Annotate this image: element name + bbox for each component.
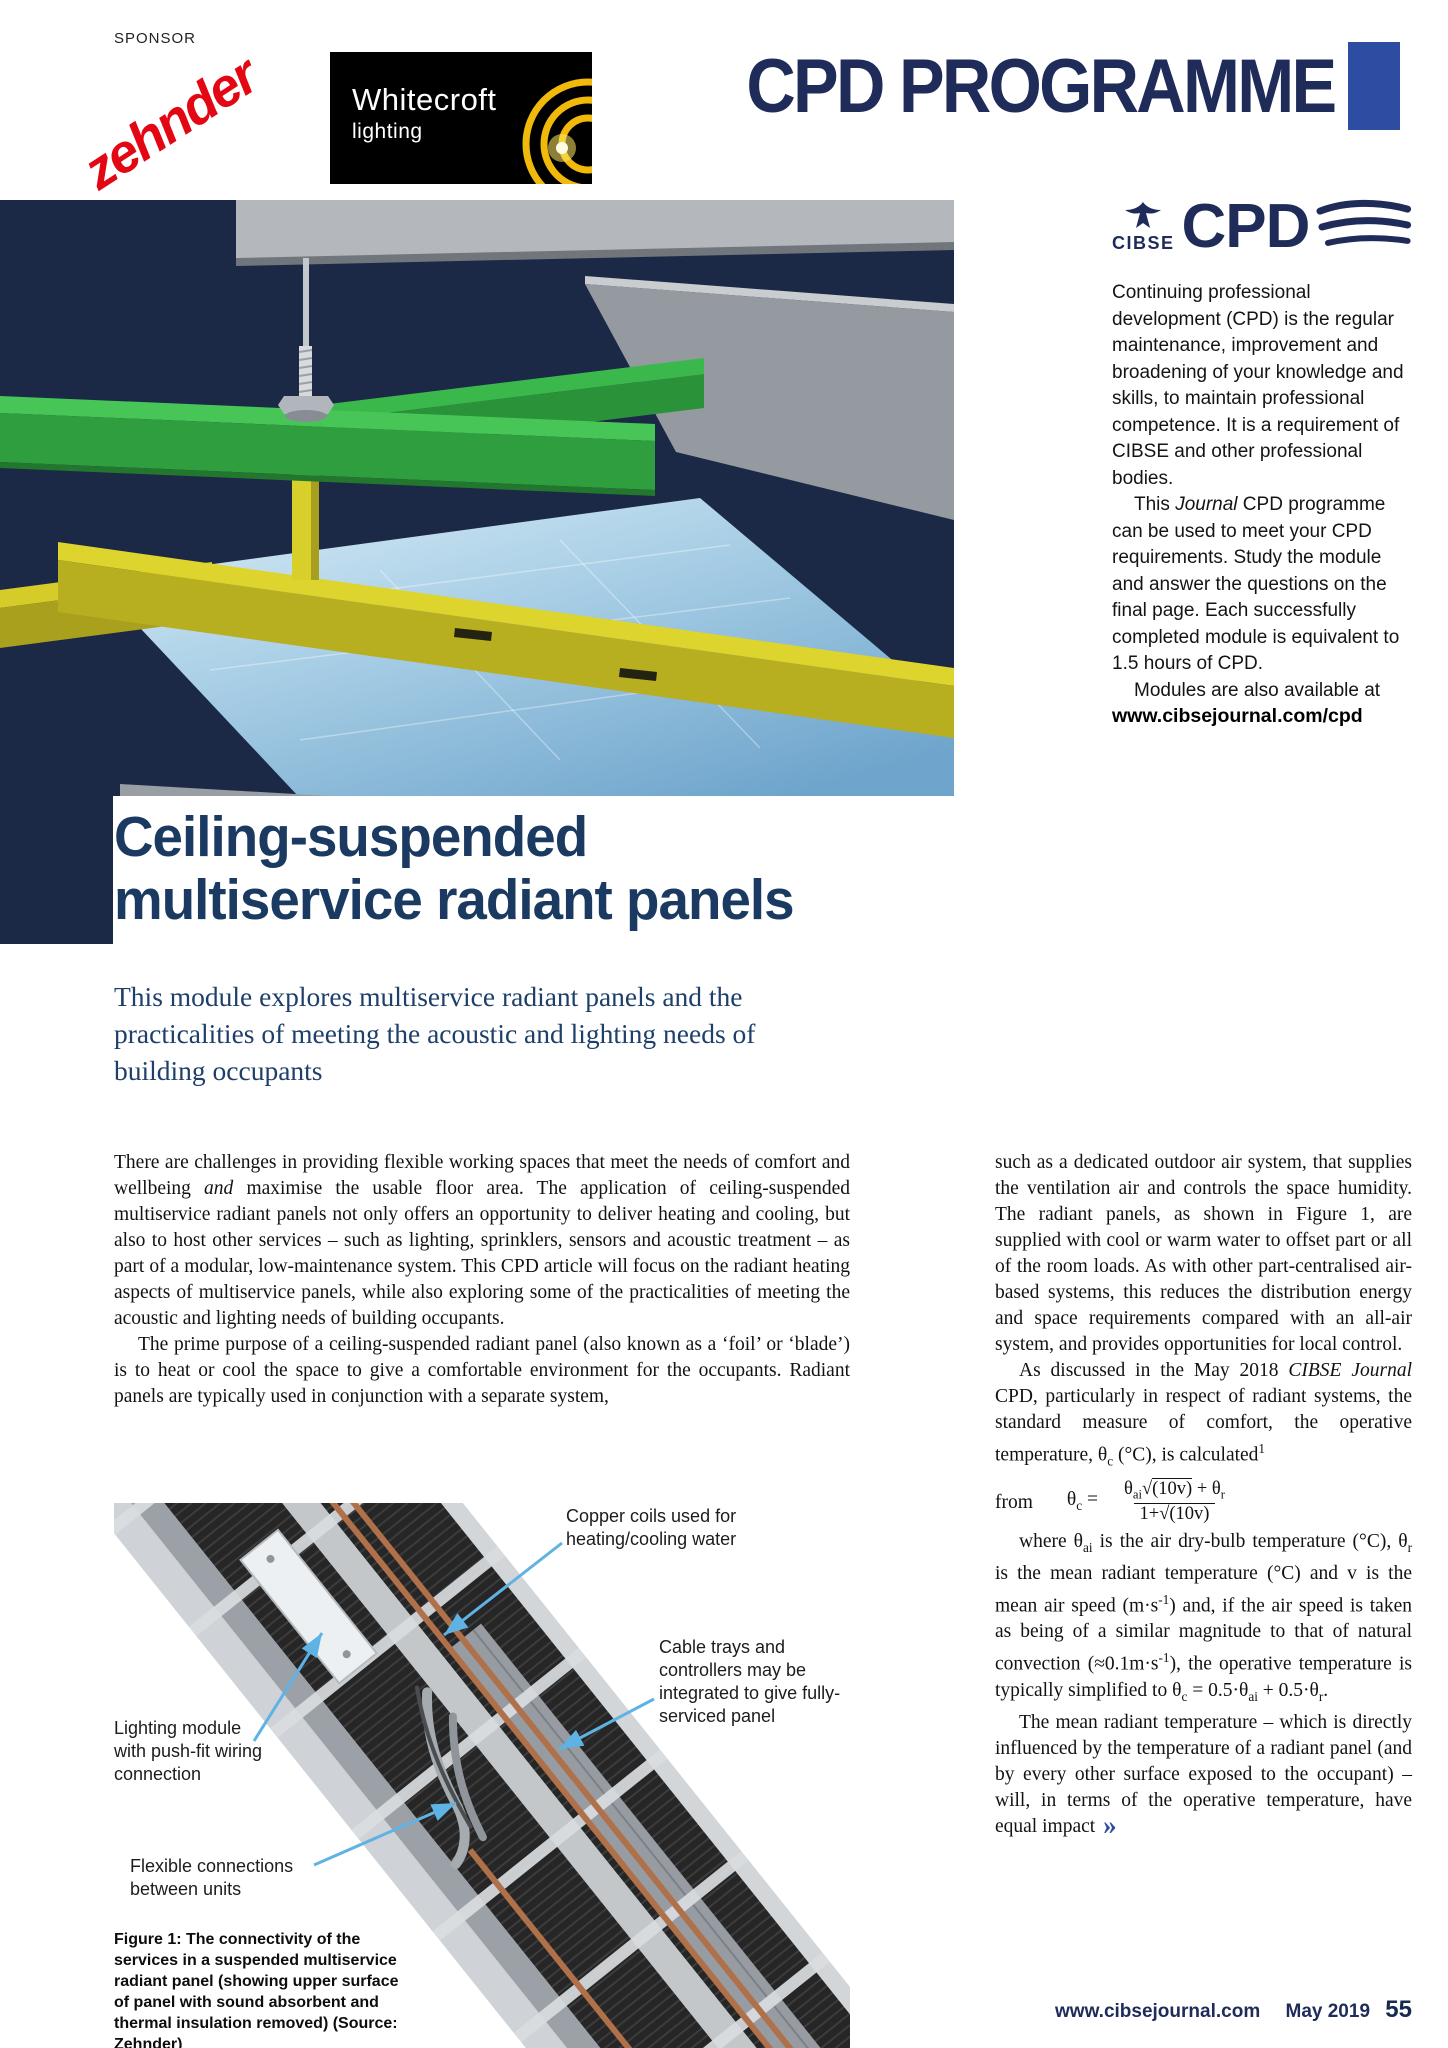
formula-fraction: θai√(10v) + θr 1+√(10v) (1118, 1478, 1231, 1526)
whitecroft-logo-text: Whitecroft lighting (352, 82, 497, 144)
cibse-mark: CIBSE (1112, 201, 1175, 254)
figure-caption: Figure 1: The connectivity of the servic… (114, 1931, 399, 2048)
cpd-swoosh-icon (1316, 199, 1412, 246)
footer-site-link[interactable]: www.cibsejournal.com (1055, 2001, 1261, 2022)
continues-icon: » (1103, 1809, 1117, 1840)
paragraph: where θai is the air dry-bulb temperatur… (995, 1530, 1412, 1704)
article-title: Ceiling-suspended multiservice radiant p… (114, 805, 795, 932)
zehnder-logo: zehnder (73, 44, 346, 201)
paragraph: The prime purpose of a ceiling-suspended… (114, 1334, 850, 1407)
hero-illustration (0, 200, 954, 796)
callout-flexible-connections: Flexible connections between units (130, 1856, 294, 1899)
operative-temperature-formula: from θc = θai√(10v) + θr 1+√(10v) (995, 1478, 1412, 1526)
cpd-programme-header: CPD PROGRAMME (681, 42, 1400, 130)
figure-photo (114, 1503, 850, 2048)
whitecroft-logo: Whitecroft lighting (330, 52, 592, 184)
cpd-programme-paragraph: This Journal CPD programme can be used t… (1112, 494, 1400, 674)
sponsor-label: SPONSOR (114, 30, 197, 47)
cpd-programme-title: CPD PROGRAMME (745, 43, 1337, 129)
whitecroft-arcs-icon (522, 78, 592, 184)
standfirst: This module explores multiservice radian… (114, 981, 756, 1086)
page-footer: www.cibsejournal.com May 2019 55 (995, 1996, 1412, 2024)
cibse-logo-text: CIBSE (1112, 232, 1175, 253)
paragraph: such as a dedicated outdoor air system, … (995, 1152, 1412, 1355)
cibse-cpd-logo: CIBSE CPD (1112, 196, 1412, 258)
cpd-modules-note: Modules are also available at (1134, 679, 1381, 701)
cpd-intro-paragraph: Continuing professional development (CPD… (1112, 282, 1404, 489)
figure-1: Copper coils used for heating/cooling wa… (114, 1503, 850, 2048)
cpd-modules-link[interactable]: www.cibsejournal.com/cpd (1112, 705, 1363, 727)
article-title-line1: Ceiling-suspended (114, 805, 588, 869)
article-title-line2: multiservice radiant panels (114, 868, 795, 932)
paragraph-text: The mean radiant temperature – which is … (995, 1711, 1412, 1837)
ceiling-suspension-render (0, 200, 954, 796)
callout-cable-trays: Cable trays and controllers may be integ… (659, 1637, 841, 1726)
header-accent-block (1348, 42, 1400, 130)
paragraph: As discussed in the May 2018 CIBSE Journ… (995, 1360, 1412, 1469)
formula-denominator: 1+√(10v) (1133, 1502, 1216, 1526)
hero-left-band (0, 796, 113, 944)
whitecroft-logo-sub: lighting (352, 120, 423, 143)
callout-lighting-module: Lighting module with push-fit wiring con… (114, 1718, 263, 1784)
formula-lhs: θc = (1066, 1488, 1099, 1513)
formula-intro: from (995, 1491, 1033, 1513)
zehnder-logo-text: zehnder (72, 45, 268, 202)
callout-copper-coils: Copper coils used for heating/cooling wa… (566, 1506, 737, 1549)
cpd-info-panel: CIBSE CPD Continuing professional develo… (1112, 196, 1412, 728)
formula-numerator: θai√(10v) + θr (1124, 1478, 1225, 1503)
footer-page-number: 55 (1385, 1996, 1412, 2023)
cpd-logo-text: CPD (1181, 192, 1311, 261)
cibse-griffin-icon (1125, 201, 1162, 228)
paragraph: There are challenges in providing flexib… (114, 1152, 850, 1329)
body-column-1: There are challenges in providing flexib… (114, 1150, 850, 1410)
whitecroft-logo-name: Whitecroft (352, 82, 497, 117)
paragraph: The mean radiant temperature – which is … (995, 1710, 1412, 1840)
footer-issue: May 2019 (1285, 2001, 1371, 2022)
body-column-2: such as a dedicated outdoor air system, … (995, 1150, 1412, 1840)
